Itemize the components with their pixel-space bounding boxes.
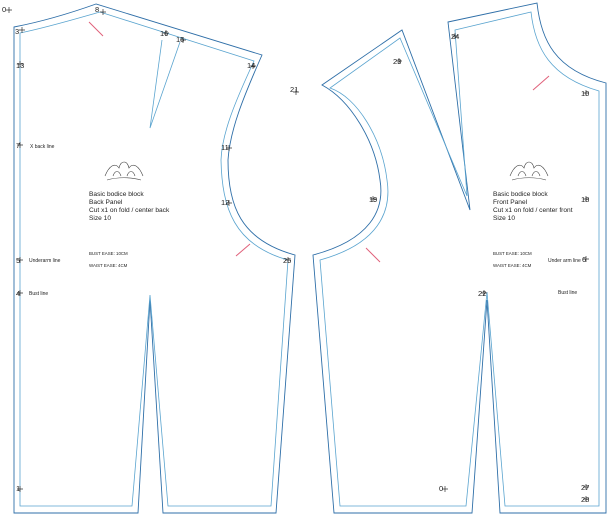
back-shoulder-dart [149, 39, 181, 129]
front-point-label: 19 [369, 195, 377, 204]
front-info-line: Cut x1 on fold / center front [493, 207, 573, 214]
front-under-arm-line-label: Under arm line [548, 258, 581, 264]
back-point-label: 13 [16, 61, 24, 70]
back-point-label: 1 [16, 484, 20, 493]
front-bust-line-label: Bust line [558, 290, 577, 296]
back-armhole-notch [235, 243, 251, 257]
front-notch [532, 75, 550, 91]
front-point-label: 21 [290, 85, 298, 94]
back-point-label: 8 [95, 5, 99, 14]
back-panel-seam-line [19, 11, 289, 507]
back-point-label: 15 [176, 35, 184, 44]
front-panel [312, 2, 607, 514]
front-point-label: 23 [393, 57, 401, 66]
front-bust-ease: BUST EASE: 10CM [493, 251, 532, 256]
back-point-label: 25 [283, 256, 291, 265]
back-point-label: 7 [16, 141, 20, 150]
front-armhole-notch [365, 247, 381, 263]
back-underarm-line-label: Underarm line [29, 258, 61, 264]
front-panel-seam-line [319, 11, 600, 507]
back-info-line: Size 10 [89, 215, 111, 222]
front-info-line: Size 10 [493, 215, 515, 222]
back-logo-icon [104, 161, 144, 181]
front-point-label: 27 [581, 483, 589, 492]
front-info-line: Front Panel [493, 199, 528, 206]
back-point-label: 5 [16, 256, 20, 265]
back-panel-cut-line [13, 3, 296, 514]
back-x-back-line-label: X back line [30, 144, 55, 150]
back-info-line: Back Panel [89, 199, 123, 206]
front-point-label: 6 [582, 255, 586, 264]
back-point-label: 11 [221, 143, 229, 152]
front-logo-icon [509, 161, 549, 181]
front-point-label: 0 [439, 484, 443, 493]
back-bust-ease: BUST EASE: 10CM [89, 251, 128, 256]
back-point-label: 12 [221, 198, 229, 207]
front-point-label: 22 [478, 289, 486, 298]
back-point-label: 3 [15, 27, 19, 36]
back-info-line: Cut x1 on fold / center back [89, 207, 170, 214]
front-waist-ease: WAIST EASE: 4CM [493, 263, 532, 268]
back-point-label: 16 [160, 29, 168, 38]
point-markers [6, 7, 589, 502]
back-panel [13, 3, 296, 514]
back-point-label: 14 [247, 61, 255, 70]
front-point-label: 18 [581, 195, 589, 204]
front-info-line: Basic bodice block [493, 191, 548, 198]
back-waist-ease: WAIST EASE: 4CM [89, 263, 128, 268]
front-point-label: 28 [581, 495, 589, 504]
back-notch [88, 21, 104, 37]
back-bust-line-label: Bust line [29, 291, 48, 297]
front-panel-cut-line [312, 2, 607, 514]
front-point-label: 10 [581, 89, 589, 98]
front-point-label: 24 [451, 32, 459, 41]
back-point-label: 0 [2, 5, 6, 14]
back-info-line: Basic bodice block [89, 191, 144, 198]
back-point-label: 4 [16, 289, 20, 298]
